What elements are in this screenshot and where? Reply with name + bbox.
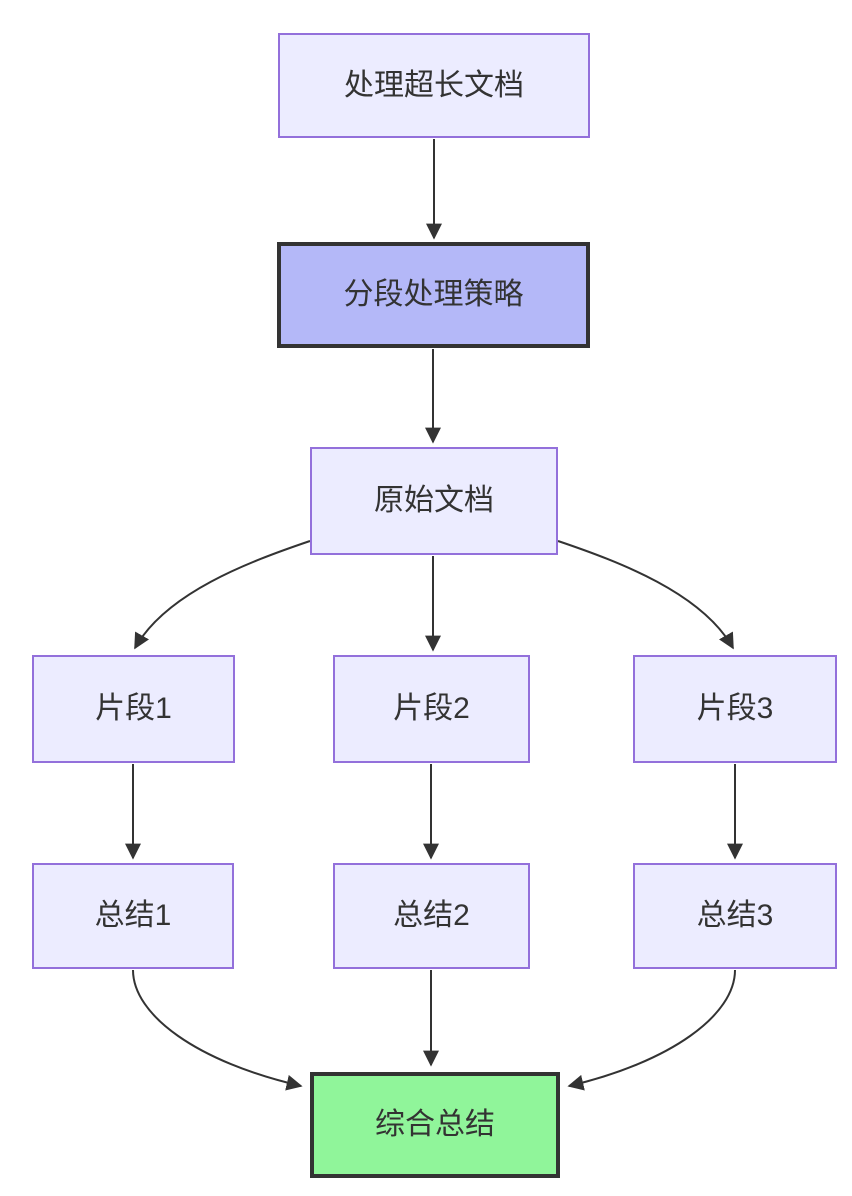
node-summary-3: 总结3 bbox=[633, 863, 837, 969]
edge-original-to-fragment3 bbox=[557, 540, 734, 650]
node-fragment-2: 片段2 bbox=[333, 655, 530, 763]
node-original-doc: 原始文档 bbox=[310, 447, 558, 555]
edge-summary1-to-final bbox=[132, 969, 303, 1091]
node-fragment-3: 片段3 bbox=[633, 655, 837, 763]
node-fragment-1: 片段1 bbox=[32, 655, 235, 763]
edge-original-to-fragment1 bbox=[134, 540, 311, 650]
node-segment-strategy: 分段处理策略 bbox=[277, 242, 590, 348]
edge-summary3-to-final bbox=[567, 969, 736, 1091]
node-final-summary: 综合总结 bbox=[310, 1072, 560, 1178]
node-process-long-doc: 处理超长文档 bbox=[278, 33, 590, 138]
node-summary-2: 总结2 bbox=[333, 863, 530, 969]
node-summary-1: 总结1 bbox=[32, 863, 234, 969]
